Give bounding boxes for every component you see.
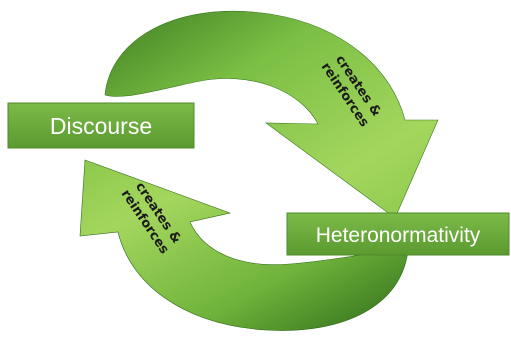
arrow-top	[104, 10, 439, 219]
heteronormativity-box	[286, 212, 510, 256]
discourse-node: Discourse	[7, 102, 195, 149]
heteronormativity-node: Heteronormativity	[286, 212, 510, 256]
arrow-bottom	[79, 159, 409, 331]
discourse-box	[7, 102, 195, 149]
discourse-label: Discourse	[50, 113, 152, 139]
heteronormativity-label: Heteronormativity	[316, 224, 481, 247]
